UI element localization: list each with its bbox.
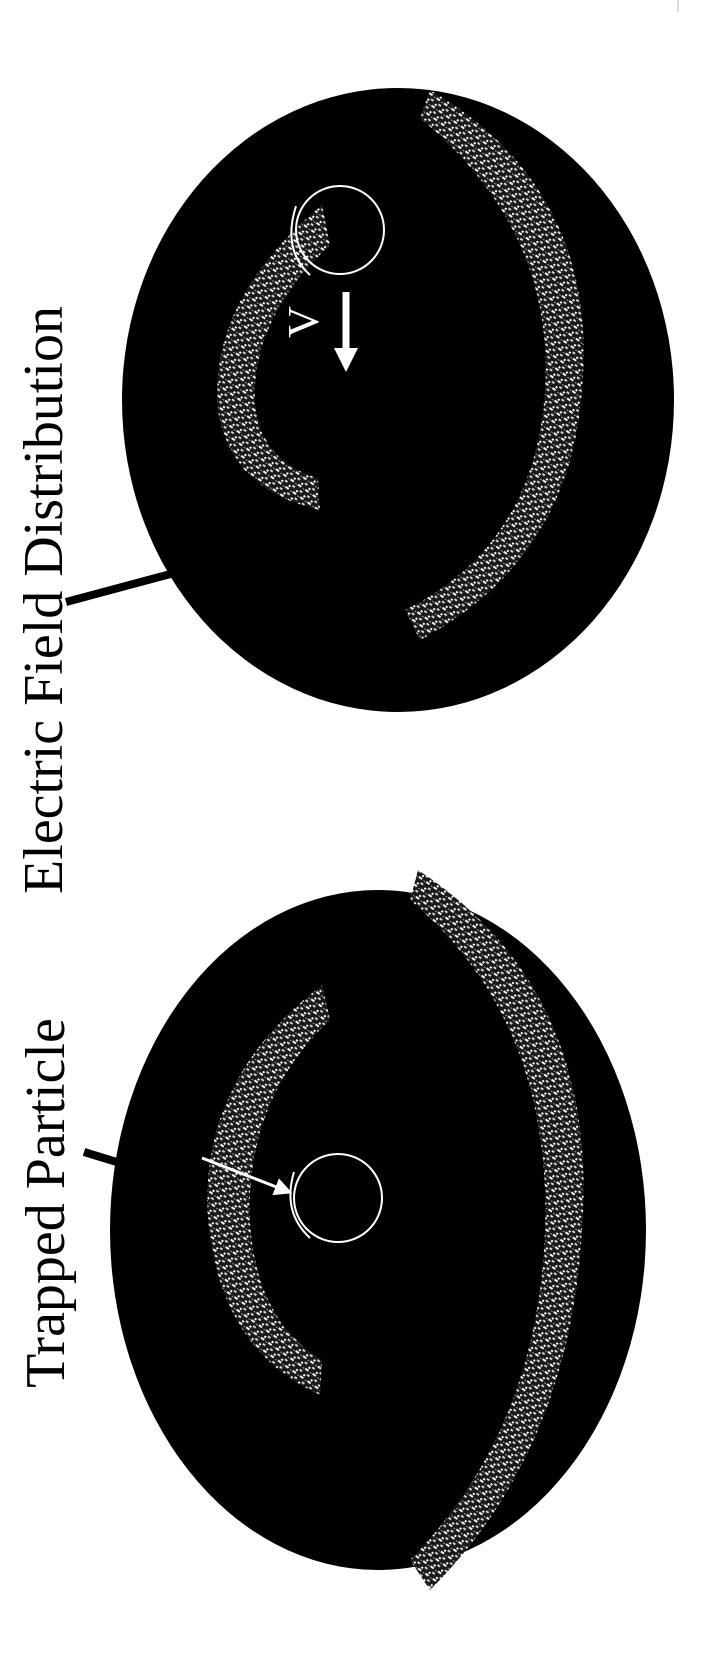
top-cavity-panel: V Electric Field Distribution: [13, 88, 674, 894]
velocity-label: V: [279, 306, 328, 338]
trapped-particle-label: Trapped Particle: [15, 1018, 77, 1388]
top-cavity-body: [122, 88, 674, 712]
bottom-cavity-panel: Trapped Particle: [15, 870, 646, 1590]
field-pointer-arrow: [66, 572, 178, 602]
electric-field-label: Electric Field Distribution: [13, 306, 75, 894]
